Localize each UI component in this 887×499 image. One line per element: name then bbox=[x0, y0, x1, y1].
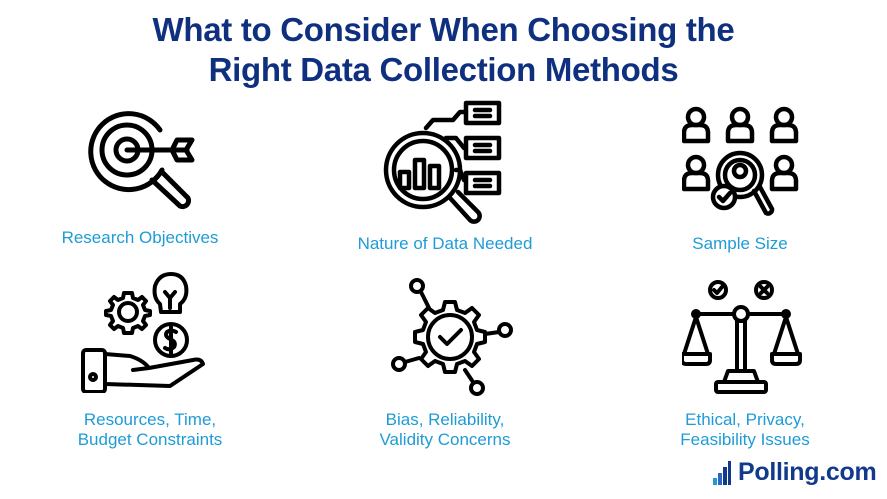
label-resources-line-1: Resources, Time, bbox=[83, 410, 217, 429]
bar-stairs-logo-icon bbox=[713, 460, 731, 485]
label-resources-line-2: Budget Constraints bbox=[77, 430, 223, 449]
label-bias-line-1: Bias, Reliability, bbox=[385, 410, 505, 429]
magnifier-chart-icon bbox=[378, 100, 508, 225]
label-ethical-line-1: Ethical, Privacy, bbox=[685, 410, 805, 429]
polling-logo[interactable]: Polling.com bbox=[712, 458, 877, 487]
target-magnifier-icon bbox=[82, 100, 202, 215]
label-research-objectives: Research Objectives bbox=[61, 228, 219, 247]
page-title: What to Consider When Choosing the Right… bbox=[0, 10, 887, 90]
label-sample-size: Sample Size bbox=[692, 234, 788, 253]
title-line-2: Right Data Collection Methods bbox=[208, 51, 679, 88]
people-magnifier-icon bbox=[682, 105, 802, 223]
label-bias: Bias, Reliability, Validity Concerns bbox=[345, 410, 545, 450]
label-ethical: Ethical, Privacy, Feasibility Issues bbox=[645, 410, 845, 450]
title-line-1: What to Consider When Choosing the bbox=[152, 11, 735, 48]
label-bias-line-2: Validity Concerns bbox=[379, 430, 511, 449]
hand-gear-money-icon bbox=[75, 268, 210, 393]
logo-text: Polling.com bbox=[738, 458, 877, 486]
scale-icon bbox=[682, 280, 807, 398]
label-nature-of-data: Nature of Data Needed bbox=[357, 234, 533, 253]
gear-check-network-icon bbox=[385, 278, 515, 396]
label-ethical-line-2: Feasibility Issues bbox=[680, 430, 810, 449]
label-resources: Resources, Time, Budget Constraints bbox=[50, 410, 250, 450]
